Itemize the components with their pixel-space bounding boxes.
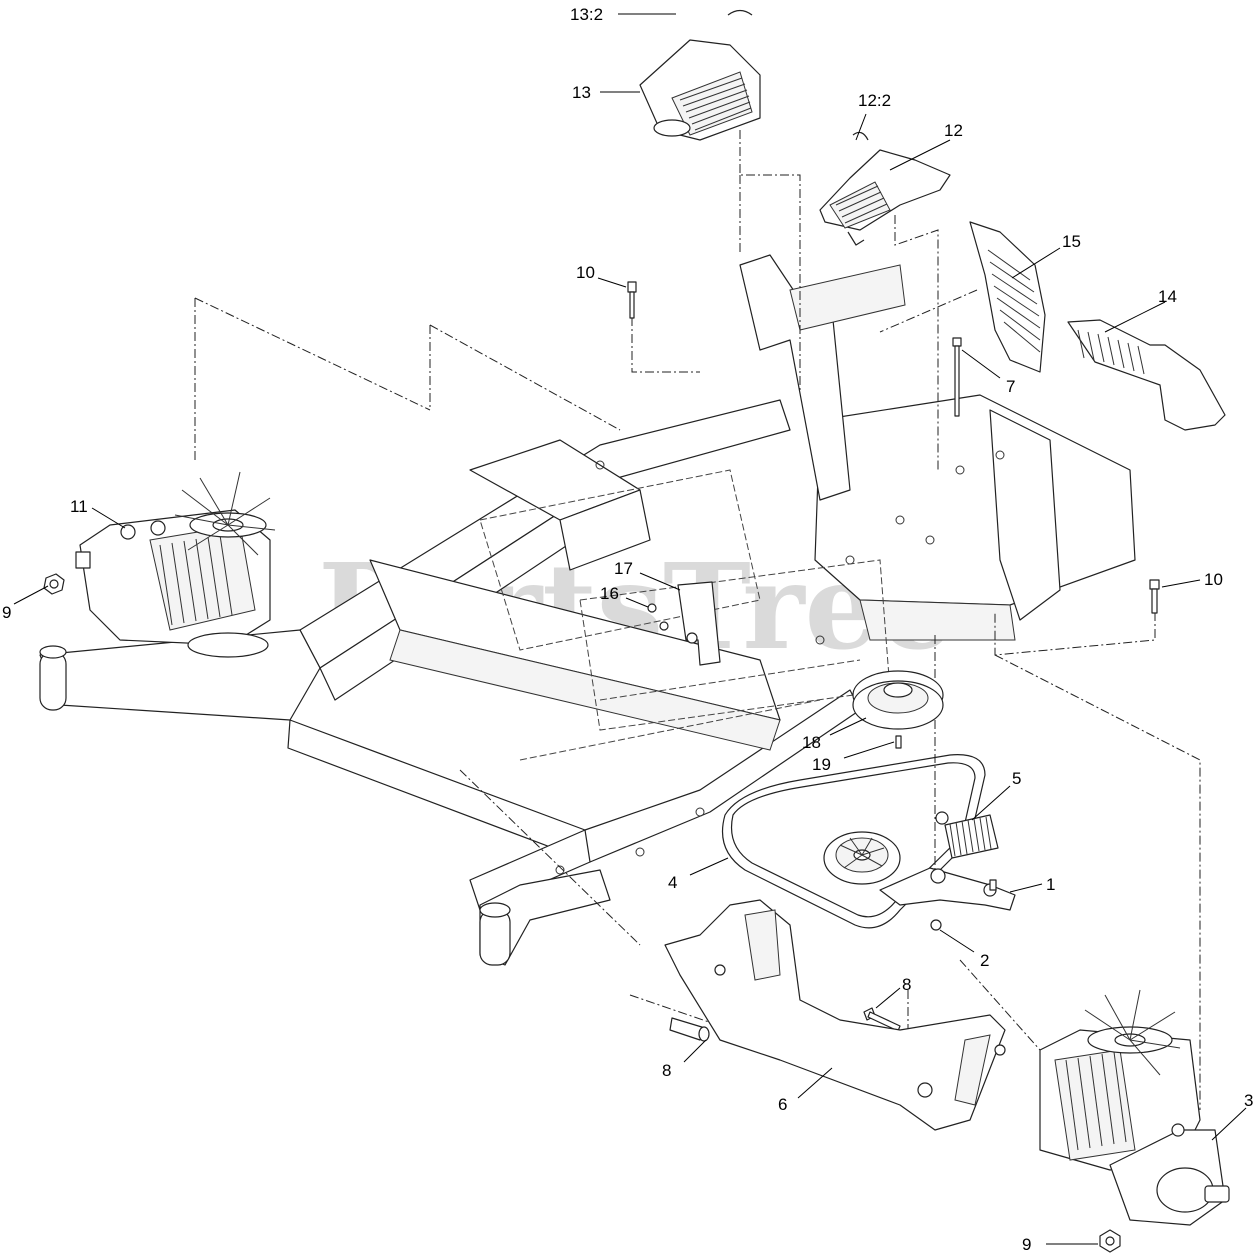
chassis-frame — [39, 254, 1136, 966]
callout-2: 2 — [980, 951, 989, 970]
part-18-pulley — [852, 670, 944, 730]
leader-lines — [13, 13, 1247, 1245]
callout-17: 17 — [614, 559, 633, 578]
callout-6: 6 — [778, 1095, 787, 1114]
part-11-transmission — [75, 471, 276, 658]
callout-13-2: 13:2 — [570, 5, 603, 24]
part-2-bushing — [930, 919, 942, 931]
assembly-lines — [194, 130, 1201, 1110]
nut-9-left — [43, 573, 65, 595]
callout-7: 7 — [1006, 377, 1015, 396]
callout-15: 15 — [1062, 232, 1081, 251]
part-14-shield — [1067, 319, 1226, 431]
callout-11: 11 — [70, 497, 88, 516]
callout-13: 13 — [572, 83, 591, 102]
callout-10-right: 10 — [1204, 570, 1223, 589]
bolt-8-lower — [669, 1017, 710, 1042]
callout-4: 4 — [668, 873, 677, 892]
callout-labels: 13:2 13 12:2 12 15 14 10 7 11 9 17 16 10… — [2, 5, 1253, 1254]
part-13-shield — [639, 9, 761, 141]
callout-18: 18 — [802, 733, 821, 752]
callout-12: 12 — [944, 121, 963, 140]
part-5-spring — [935, 811, 999, 859]
part-19-key — [895, 735, 902, 749]
callout-8-upper: 8 — [902, 975, 911, 994]
callout-12-2: 12:2 — [858, 91, 891, 110]
callout-8-lower: 8 — [662, 1061, 671, 1080]
part-1-idler-arm — [823, 831, 1016, 911]
callout-14: 14 — [1158, 287, 1177, 306]
bolt-7 — [952, 337, 962, 417]
callout-9-bottom: 9 — [1022, 1235, 1031, 1254]
nut-9-bottom — [1099, 1229, 1121, 1253]
callout-3: 3 — [1244, 1091, 1253, 1110]
callout-16: 16 — [600, 584, 619, 603]
bolt-8-upper — [863, 1007, 901, 1032]
part-17-plate — [677, 581, 721, 666]
part-15-screen — [969, 221, 1046, 373]
callout-19: 19 — [812, 755, 831, 774]
callout-5: 5 — [1012, 769, 1021, 788]
bolt-10-right — [1149, 579, 1160, 614]
callout-10-upper: 10 — [576, 263, 595, 282]
part-16-screws — [647, 603, 669, 631]
callout-1: 1 — [1046, 875, 1055, 894]
callout-9-left: 9 — [2, 603, 11, 622]
part-12-shield — [819, 131, 951, 246]
part-6-frame-member — [664, 899, 1006, 1131]
part-4-belt — [721, 754, 986, 929]
bolt-10-upper — [627, 281, 637, 319]
part-3-transmission — [1039, 989, 1230, 1226]
